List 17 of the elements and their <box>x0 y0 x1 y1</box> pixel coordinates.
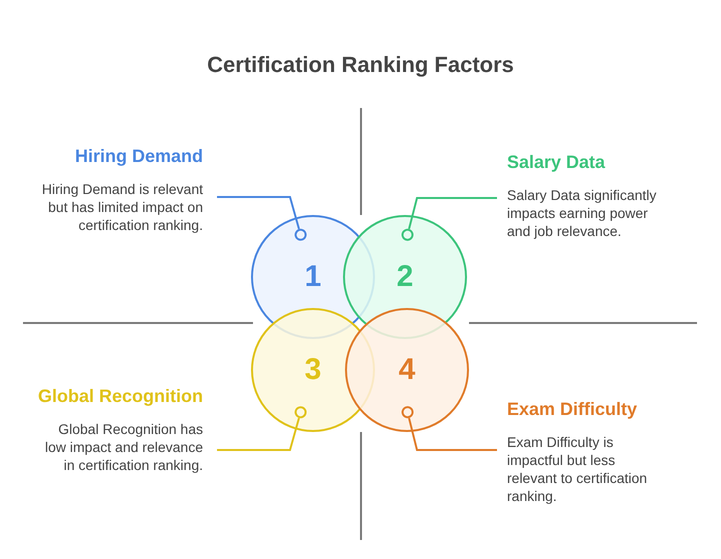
leader-line <box>217 406 307 451</box>
circle-number: 2 <box>396 260 414 294</box>
leader-line <box>217 196 307 241</box>
circle-number: 3 <box>304 353 322 387</box>
factor-heading: Exam Difficulty <box>507 398 638 421</box>
circle-number: 4 <box>398 353 416 387</box>
factor-description: Hiring Demand is relevant but has limited impact on certification ranking. <box>40 180 203 234</box>
factor-description: Global Recognition has low impact and relevance in certification ranking. <box>44 420 203 474</box>
factor-description: Salary Data significantly impacts earning power and job relevance. <box>507 186 658 240</box>
factor-heading: Hiring Demand <box>74 145 203 168</box>
factor-description: Exam Difficulty is impactful but less relevant to certification ranking. <box>507 433 648 505</box>
leader-line <box>402 197 497 241</box>
diagram-title: Certification Ranking Factors <box>206 52 515 78</box>
circle-number: 1 <box>304 260 322 294</box>
factor-heading: Salary Data <box>507 151 606 174</box>
factor-heading: Global Recognition <box>38 385 203 408</box>
leader-line <box>402 406 497 451</box>
